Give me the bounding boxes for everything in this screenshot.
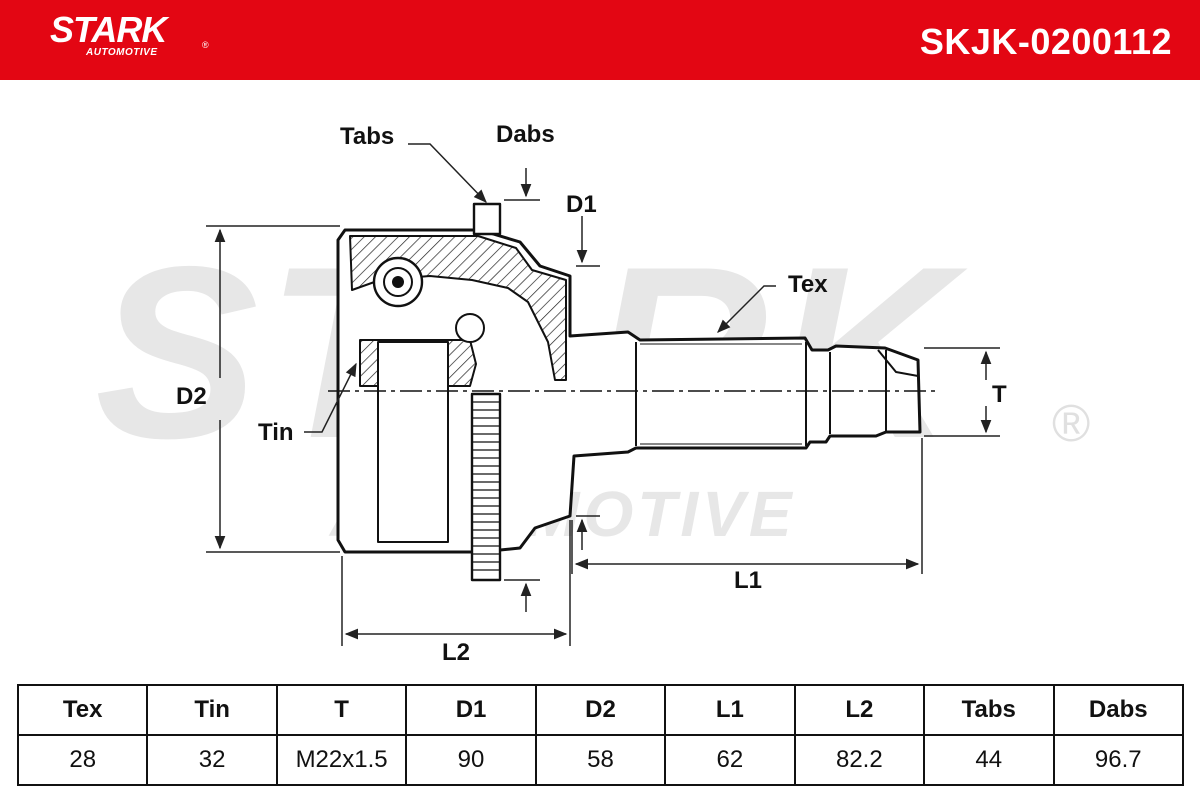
label-t: T [992,381,1007,408]
logo-text: STARK [50,9,167,50]
spec-header-tex: Tex [16,684,149,736]
label-tin: Tin [258,419,294,446]
label-l1: L1 [734,567,762,594]
label-tex: Tex [788,271,828,298]
header-bar: STARK ® AUTOMOTIVE SKJK-0200112 [0,0,1200,80]
cv-joint-drawing: Tabs Dabs D1 Tex D2 T Tin L1 L2 [176,121,1007,666]
spec-value-dabs: 96.7 [1052,734,1184,786]
spec-header-tabs: Tabs [923,684,1055,736]
spec-value-d2: 58 [534,734,667,786]
spec-header-dabs: Dabs [1052,684,1184,736]
logo-subtext: AUTOMOTIVE [86,47,158,58]
joint-body [336,202,922,582]
spec-header-d2: D2 [534,684,667,736]
label-l2: L2 [442,639,470,666]
spec-header-tin: Tin [146,684,278,736]
spec-table: Tex Tin T D1 D2 L1 L2 Tabs Dabs 28 32 M2… [16,684,1184,786]
spec-value-tex: 28 [16,734,149,786]
spec-value-l2: 82.2 [793,734,926,786]
spec-header-l1: L1 [664,684,796,736]
spec-value-l1: 62 [664,734,796,786]
spec-header-d1: D1 [405,684,537,736]
label-dabs: Dabs [496,121,555,148]
label-tabs: Tabs [340,123,394,150]
spec-value-d1: 90 [405,734,537,786]
part-number: SKJK-0200112 [919,21,1172,62]
label-d2: D2 [176,383,207,410]
spec-header-l2: L2 [793,684,926,736]
thread-lines [640,343,802,445]
stark-logo: STARK ® AUTOMOTIVE [50,9,209,58]
dimension-lines [206,143,1000,646]
spec-value-row: 28 32 M22x1.5 90 58 62 82.2 44 96.7 [16,734,1184,786]
spec-value-tabs: 44 [923,734,1055,786]
dimension-labels: Tabs Dabs D1 Tex D2 T Tin L1 L2 [176,121,1007,666]
spec-header-t: T [275,684,408,736]
logo-registered-mark: ® [202,40,209,50]
spec-header-row: Tex Tin T D1 D2 L1 L2 Tabs Dabs [16,684,1184,736]
spec-value-t: M22x1.5 [275,734,408,786]
spec-value-tin: 32 [146,734,278,786]
label-d1: D1 [566,191,597,218]
